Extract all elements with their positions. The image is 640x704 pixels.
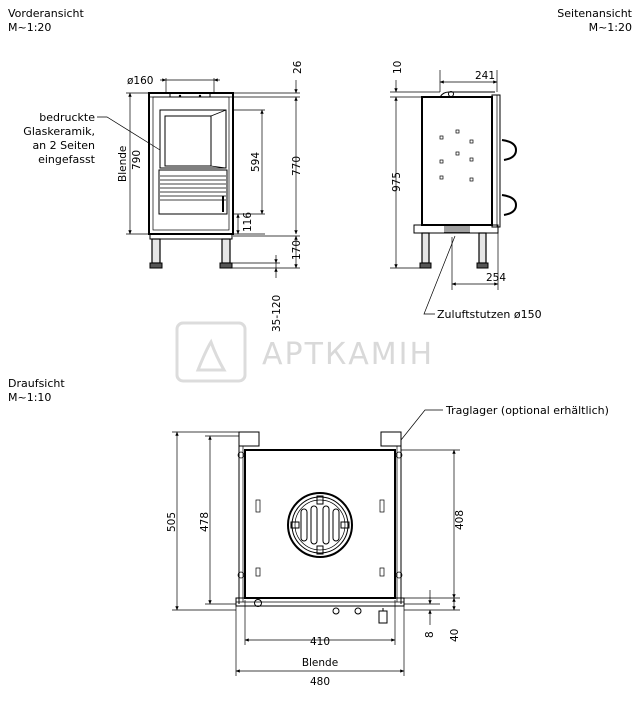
watermark-text: АРТКАМІН [262, 337, 434, 372]
side-view-title: Seitenansicht [557, 7, 632, 20]
front-view [148, 92, 234, 269]
dim-top-width-outer: 480 [310, 676, 330, 688]
side-view [413, 91, 518, 269]
dim-top-depth-inner: 478 [199, 512, 211, 532]
dim-side-height: 975 [391, 172, 403, 192]
front-leg-right [221, 238, 231, 264]
dim-top-width-inner: 410 [310, 636, 330, 648]
dim-front-legs: 170 [291, 240, 303, 260]
dim-front-lower: 116 [242, 212, 254, 232]
glass-callout: bedruckte Glaskeramik, an 2 Seiten einge… [23, 111, 161, 166]
side-view-scale: M~1:20 [589, 21, 632, 34]
side-dimensions: 241 10 975 254 Zuluftstutzen ø150 [390, 61, 542, 321]
dim-front-blende: 790 [131, 150, 143, 170]
dim-front-height: 770 [291, 156, 303, 176]
front-view-title: Vorderansicht [8, 7, 85, 20]
top-view-title: Draufsicht [8, 377, 65, 390]
side-base-plate [413, 224, 499, 234]
glass-label-line1: bedruckte [39, 111, 95, 124]
dim-front-feet: 35-120 [271, 295, 283, 332]
dim-front-top-gap: 26 [292, 60, 304, 74]
top-dimensions: 505 478 408 8 40 410 Blende 480 Traglage… [166, 404, 609, 688]
dim-front-glass: 594 [250, 152, 262, 172]
dim-top-offset: 40 [449, 629, 461, 642]
glass-label-line2: Glaskeramik, [23, 125, 95, 138]
side-leg-left [421, 232, 430, 264]
dim-side-top-gap: 10 [392, 61, 404, 74]
side-leg-right [478, 232, 487, 264]
side-body [421, 96, 493, 226]
front-leg-left [151, 238, 161, 264]
front-dimensions: ø160 26 Blende 790 594 116 770 170 35-12… [117, 60, 304, 332]
glass-label-line4: eingefasst [38, 153, 96, 166]
dim-top-blende-label: Blende [302, 657, 338, 669]
dim-top-small: 8 [424, 631, 436, 638]
dim-front-blende-label: Blende [117, 146, 129, 182]
dim-top-right-depth: 408 [454, 510, 466, 530]
side-handle-bottom [501, 194, 518, 216]
traglager-label: Traglager (optional erhältlich) [445, 404, 609, 417]
front-door-glass [159, 109, 227, 169]
top-flue-collar [287, 492, 353, 558]
glass-label-line3: an 2 Seiten [32, 139, 95, 152]
side-handle-top [501, 139, 518, 161]
front-ash-drawer [158, 169, 228, 215]
dim-side-base: 254 [486, 272, 506, 284]
top-view-scale: M~1:10 [8, 391, 51, 404]
dim-side-top: 241 [475, 70, 495, 82]
dim-top-depth-outer: 505 [166, 512, 178, 532]
dim-front-pipe: ø160 [127, 75, 153, 87]
front-view-scale: M~1:20 [8, 21, 51, 34]
top-view [235, 431, 405, 624]
zuluft-label: Zuluftstutzen ø150 [437, 308, 542, 321]
top-body [244, 449, 396, 599]
watermark-logo [175, 321, 247, 383]
side-door [491, 94, 501, 228]
front-body [148, 92, 234, 235]
